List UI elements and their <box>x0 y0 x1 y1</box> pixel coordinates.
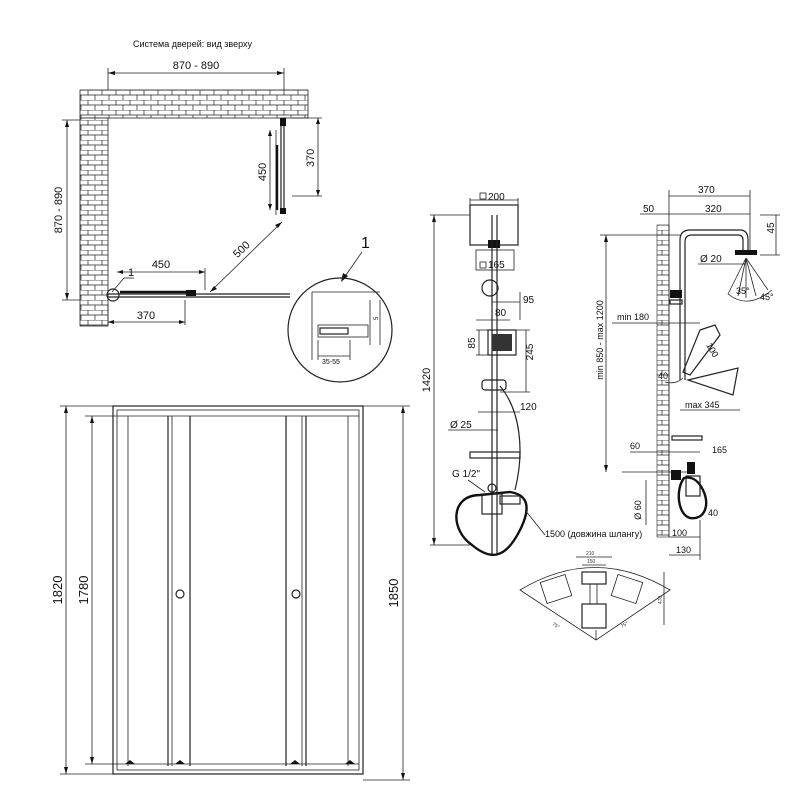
d80-label: 80 <box>495 308 507 319</box>
left-wall <box>79 117 109 327</box>
spray-fan <box>727 257 773 302</box>
pipe-diameter-label: Ø 25 <box>450 420 472 431</box>
detail-small-label: 5 <box>374 316 380 320</box>
a75b-label: 75° <box>620 621 630 630</box>
plan-detail: 210 150 470 75° 75° <box>519 551 671 641</box>
detail-marker-label: 1 <box>361 235 370 252</box>
right-450-label: 450 <box>257 163 269 181</box>
d130-label: 130 <box>676 545 691 555</box>
diagonal-500-label: 500 <box>231 239 253 260</box>
d100-label: 100 <box>704 341 720 359</box>
shower-front-view: 200 165 95 80 85 245 120 <box>421 192 642 556</box>
diam60-label: Ø 60 <box>633 500 643 520</box>
bottom-370-label: 370 <box>137 310 155 322</box>
a40-label: 40 <box>658 371 668 381</box>
d85-label: 85 <box>467 337 478 349</box>
d60-label: 60 <box>630 441 640 451</box>
range-label: min 850 - max 1200 <box>595 300 605 380</box>
right-1850-label: 1850 <box>386 579 401 608</box>
a75-label: 75° <box>551 622 561 631</box>
angle35-label: 35° <box>736 286 750 296</box>
height-1420-label: 1420 <box>421 368 433 392</box>
head-200-label: 200 <box>488 192 505 203</box>
angle45-label: 45° <box>760 292 774 302</box>
w370-label: 370 <box>698 185 715 196</box>
d100b-label: 100 <box>672 528 687 538</box>
d165-label: 165 <box>712 445 727 455</box>
hose-length-label: 1500 (довжина шлангу) <box>545 529 642 539</box>
d120-label: 120 <box>520 402 537 413</box>
left-1820-label: 1820 <box>50 576 65 605</box>
top-view-title: Система дверей: вид зверху <box>133 39 252 49</box>
d95-label: 95 <box>523 295 535 306</box>
detail-gap-label: 35-55 <box>322 359 340 366</box>
max345-label: max 345 <box>685 400 720 410</box>
detail-view: 1 5 35-55 <box>287 235 393 383</box>
back-wall <box>79 89 309 119</box>
inner-1780-label: 1780 <box>76 576 91 605</box>
d40-label: 40 <box>708 508 718 518</box>
w210-label: 210 <box>586 551 595 557</box>
front-view: 1820 1780 1850 <box>50 405 410 781</box>
top-view: Система дверей: вид зверху 870 - 890 870… <box>53 39 322 327</box>
top-width-label: 870 - 890 <box>173 60 219 72</box>
left-depth-label: 870 - 890 <box>53 187 65 233</box>
w150-label: 150 <box>587 559 596 565</box>
h45-label: 45 <box>766 222 777 234</box>
d20-label: Ø 20 <box>700 254 722 265</box>
top-detail-marker: 1 <box>128 267 134 279</box>
bottom-450-label: 450 <box>152 259 170 271</box>
w50-label: 50 <box>643 204 655 215</box>
d245-label: 245 <box>525 343 536 360</box>
h470-label: 470 <box>658 595 664 604</box>
shower-side-view: 370 50 320 45 Ø 20 35° 45° mi <box>595 185 780 560</box>
w320-label: 320 <box>705 204 722 215</box>
min180-label: min 180 <box>617 312 649 322</box>
right-370-label: 370 <box>305 149 317 167</box>
thread-label: G 1/2" <box>452 469 480 480</box>
